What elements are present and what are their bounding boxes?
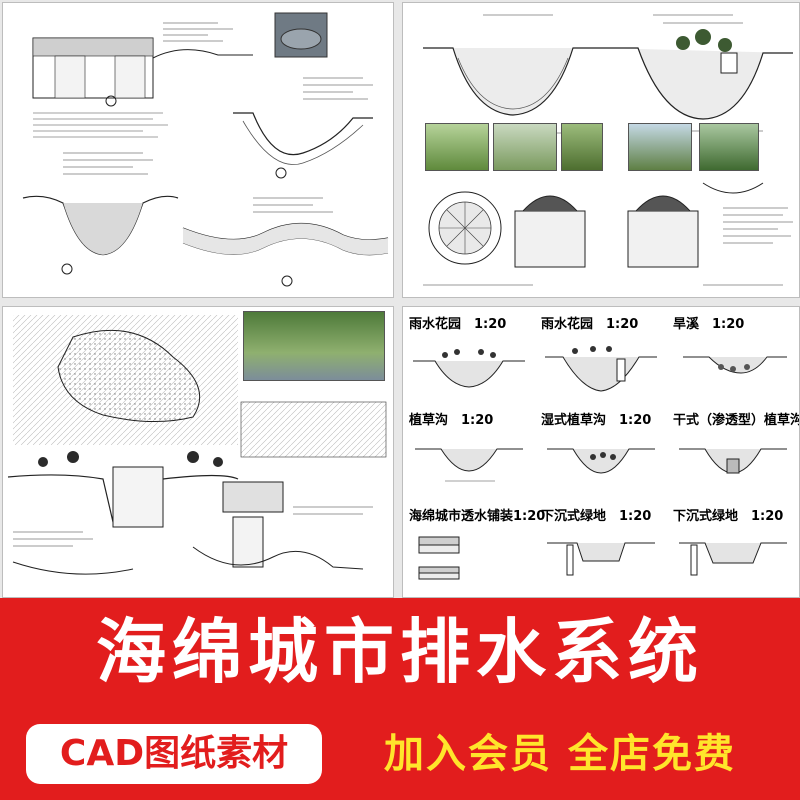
cell-title: 干式（渗透型）植草沟: [673, 413, 800, 428]
section-drawing: [418, 536, 460, 580]
section-drawing: [547, 448, 655, 474]
catalog-cell: 海绵城市透水铺装1:20: [405, 501, 545, 593]
cell-title: 雨水花园 1:20: [541, 317, 639, 332]
cad-drawing: [7, 315, 387, 575]
section-drawing: [413, 349, 525, 388]
badge-text: CAD图纸素材: [59, 733, 289, 774]
section-drawing: [679, 542, 787, 576]
section-drawing: [547, 542, 655, 576]
promo-text: 加入会员 全店免费: [384, 731, 736, 777]
photo-grass: [561, 123, 603, 171]
section-drawing: [415, 448, 523, 482]
catalog-cell: 雨水花园 1:20: [537, 309, 665, 401]
cad-sheet-planting-ditch-details: [402, 2, 800, 298]
photo-grass-swale: [425, 123, 489, 171]
catalog-cell: 植草沟 1:20: [405, 405, 533, 497]
photo-path: [493, 123, 557, 171]
cad-drawing: [22, 12, 389, 287]
cad-drawing-lower: [423, 182, 793, 286]
section-drawing: [545, 346, 657, 392]
cell-title: 下沉式绿地 1:20: [541, 509, 652, 524]
catalog-cell: 下沉式绿地 1:20: [669, 501, 797, 593]
cad-drawing: [423, 14, 793, 134]
promo-banner: 海绵城市排水系统 CAD图纸素材 加入会员 全店免费: [0, 598, 800, 800]
photo-rain-garden: [243, 311, 385, 381]
section-drawing: [679, 448, 787, 474]
cell-title: 下沉式绿地 1:20: [673, 509, 784, 524]
cell-title: 旱溪 1:20: [673, 317, 745, 332]
cad-badge: CAD图纸素材: [26, 724, 322, 784]
cell-title: 雨水花园 1:20: [409, 317, 507, 332]
catalog-cell: 湿式植草沟 1:20: [537, 405, 665, 497]
cell-title: 植草沟 1:20: [409, 413, 494, 428]
section-drawing: [683, 356, 787, 374]
catalog-cell: 旱溪 1:20: [669, 309, 797, 401]
cell-title: 湿式植草沟 1:20: [541, 413, 652, 428]
catalog-cell: 干式（渗透型）植草沟: [669, 405, 800, 497]
banner-title: 海绵城市排水系统: [96, 611, 704, 693]
photo-trees: [699, 123, 759, 171]
catalog-grid: 雨水花园 1:20 雨水花园 1:20 旱溪 1:20 植草沟 1:20 湿式植…: [402, 306, 800, 598]
catalog-cell: 下沉式绿地 1:20: [537, 501, 665, 593]
cell-title: 海绵城市透水铺装1:20: [409, 509, 546, 524]
catalog-cell: 雨水花园 1:20: [405, 309, 533, 401]
cad-sheet-rain-garden-details: [2, 2, 394, 298]
cad-sheet-rain-garden-plan: [2, 306, 394, 598]
photo-garden: [628, 123, 692, 171]
